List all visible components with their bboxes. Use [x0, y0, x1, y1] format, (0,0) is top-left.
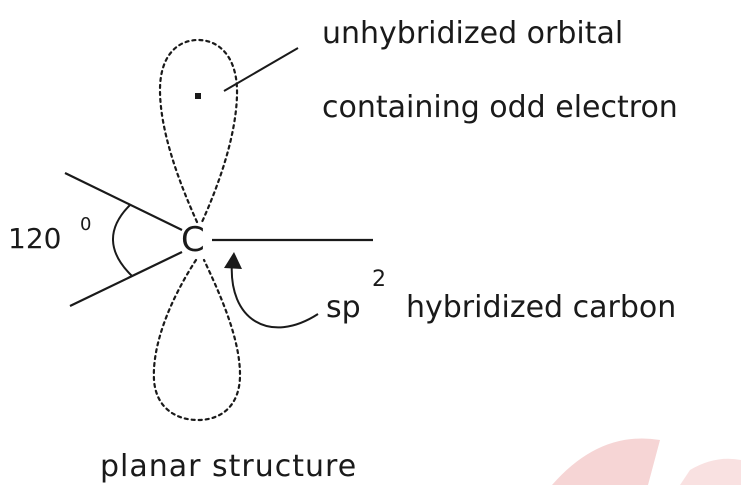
odd-electron-dot: [195, 93, 201, 99]
carbon-atom: C: [181, 220, 205, 260]
orbital-pointer-line: [223, 47, 299, 92]
watermark: [552, 438, 741, 485]
bond-lower-left: [69, 251, 183, 307]
sp-prefix: sp: [326, 290, 361, 325]
bond-angle-arc: [112, 204, 133, 277]
lower-orbital-lobe: [152, 258, 242, 422]
bond-upper-left: [64, 172, 183, 231]
watermark-shape-right: [680, 458, 741, 485]
caption: planar structure: [100, 449, 358, 484]
angle-value: 120: [8, 222, 62, 255]
sp-suffix: hybridized carbon: [406, 290, 677, 325]
angle-unit: 0: [80, 214, 92, 235]
curved-arrow-shaft: [230, 261, 319, 329]
orbital-label-line1: unhybridized orbital: [322, 16, 624, 51]
curved-arrow-head: [224, 252, 242, 269]
watermark-shape-left: [552, 438, 660, 485]
orbital-label-line2: containing odd electron: [322, 90, 678, 125]
upper-orbital-lobe: [158, 38, 239, 224]
sp-superscript: 2: [372, 267, 386, 292]
